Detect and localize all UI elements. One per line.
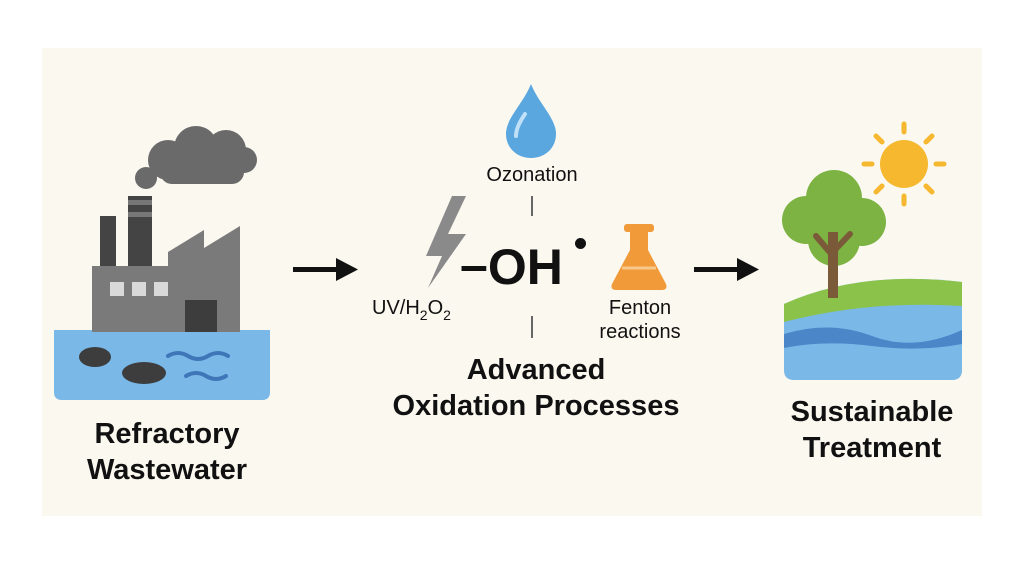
tree-icon: [782, 170, 886, 298]
hydroxyl-radical-label: –OH: [460, 237, 563, 295]
advanced-oxidation-title: Advanced Oxidation Processes: [392, 354, 680, 422]
lightning-icon: [426, 196, 466, 288]
refractory-wastewater-label: Refractory Wastewater: [86, 418, 248, 486]
water-drop-icon: [506, 84, 556, 158]
river-icon: [784, 278, 962, 380]
factory-icon: [92, 196, 240, 332]
fenton-label: Fenton reactions: [599, 297, 681, 343]
ozonation-label: Ozonation: [486, 164, 578, 186]
sustainable-treatment-label: Sustainable Treatment: [790, 396, 954, 464]
arrow-right-icon: [694, 258, 759, 281]
flask-icon: [611, 224, 667, 290]
arrow-right-icon: [293, 258, 358, 281]
sun-icon: [861, 121, 947, 207]
smoke-icon: [135, 126, 257, 189]
polluted-water-icon: [54, 330, 270, 400]
uv-h2o2-label: UV/H2O2: [372, 297, 451, 323]
radical-dot: [575, 238, 586, 249]
